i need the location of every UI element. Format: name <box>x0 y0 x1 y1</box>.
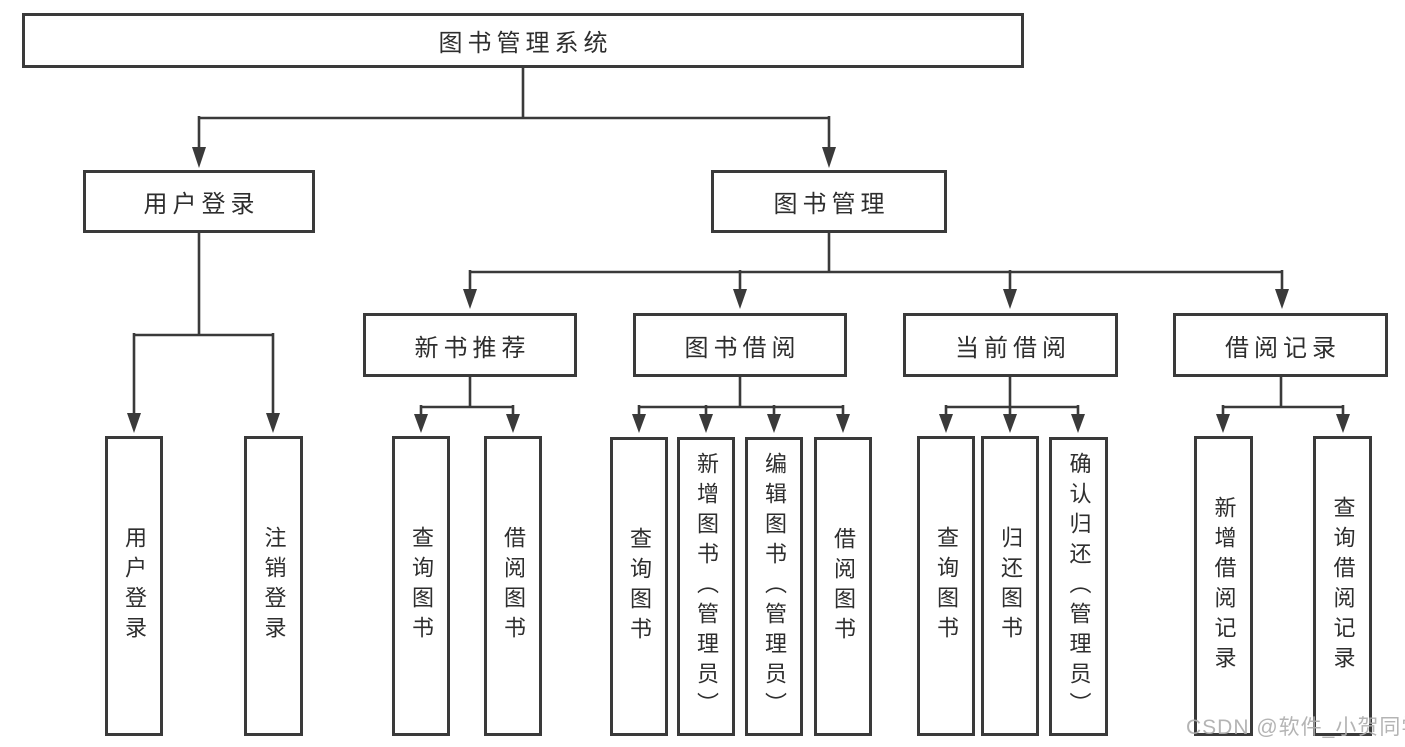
leaf-logout-login: 注销登录 <box>244 436 303 736</box>
node-user-login-branch: 用户登录 <box>83 170 315 233</box>
node-label: 确认归还（管理员） <box>1066 451 1092 722</box>
leaf-add-book-admin: 新增图书（管理员） <box>677 437 735 736</box>
leaf-query-borrow-record: 查询借阅记录 <box>1313 436 1372 736</box>
node-label: 当前借阅 <box>955 334 1071 362</box>
node-label: 借阅图书 <box>501 526 526 646</box>
node-borrowing-records: 借阅记录 <box>1173 313 1388 377</box>
node-label: 注销登录 <box>261 526 287 646</box>
node-new-book-recommendation: 新书推荐 <box>363 313 577 377</box>
leaf-return-books: 归还图书 <box>981 436 1039 736</box>
leaf-query-books-borrow: 查询图书 <box>610 437 668 736</box>
node-label: 新增图书（管理员） <box>694 451 719 722</box>
leaf-add-borrow-record: 新增借阅记录 <box>1194 436 1253 736</box>
node-label: 新书推荐 <box>414 334 531 362</box>
node-book-management-branch: 图书管理 <box>711 170 947 233</box>
leaf-borrow-books: 借阅图书 <box>814 437 872 736</box>
node-label: 图书管理 <box>773 191 890 218</box>
node-label: 查询借阅记录 <box>1330 496 1356 676</box>
node-label: 查询图书 <box>409 526 434 646</box>
node-book-borrowing: 图书借阅 <box>633 313 847 377</box>
connector-arrowheads <box>127 147 1350 433</box>
leaf-borrow-books-recommend: 借阅图书 <box>484 436 542 736</box>
node-label: 图书管理系统 <box>438 30 613 57</box>
node-label: 图书借阅 <box>684 334 801 362</box>
node-label: 用户登录 <box>143 191 260 218</box>
node-label: 查询图书 <box>627 526 652 647</box>
node-label: 编辑图书（管理员） <box>762 451 787 722</box>
node-label: 借阅图书 <box>831 526 856 647</box>
connector-paths <box>132 66 1345 416</box>
node-label: 新增借阅记录 <box>1211 496 1237 676</box>
leaf-query-books-current: 查询图书 <box>917 436 975 736</box>
leaf-user-login: 用户登录 <box>105 436 163 736</box>
watermark: CSDN @软件_小贺同学 <box>1186 716 1405 739</box>
node-label: 用户登录 <box>122 526 147 646</box>
node-current-borrowing: 当前借阅 <box>903 313 1118 377</box>
node-label: 归还图书 <box>998 526 1023 646</box>
node-library-management-system: 图书管理系统 <box>22 13 1024 68</box>
leaf-edit-book-admin: 编辑图书（管理员） <box>745 437 803 736</box>
node-label: 查询图书 <box>934 526 959 646</box>
node-label: 借阅记录 <box>1225 334 1341 362</box>
leaf-confirm-return-admin: 确认归还（管理员） <box>1049 437 1108 736</box>
leaf-query-books-recommend: 查询图书 <box>392 436 450 736</box>
